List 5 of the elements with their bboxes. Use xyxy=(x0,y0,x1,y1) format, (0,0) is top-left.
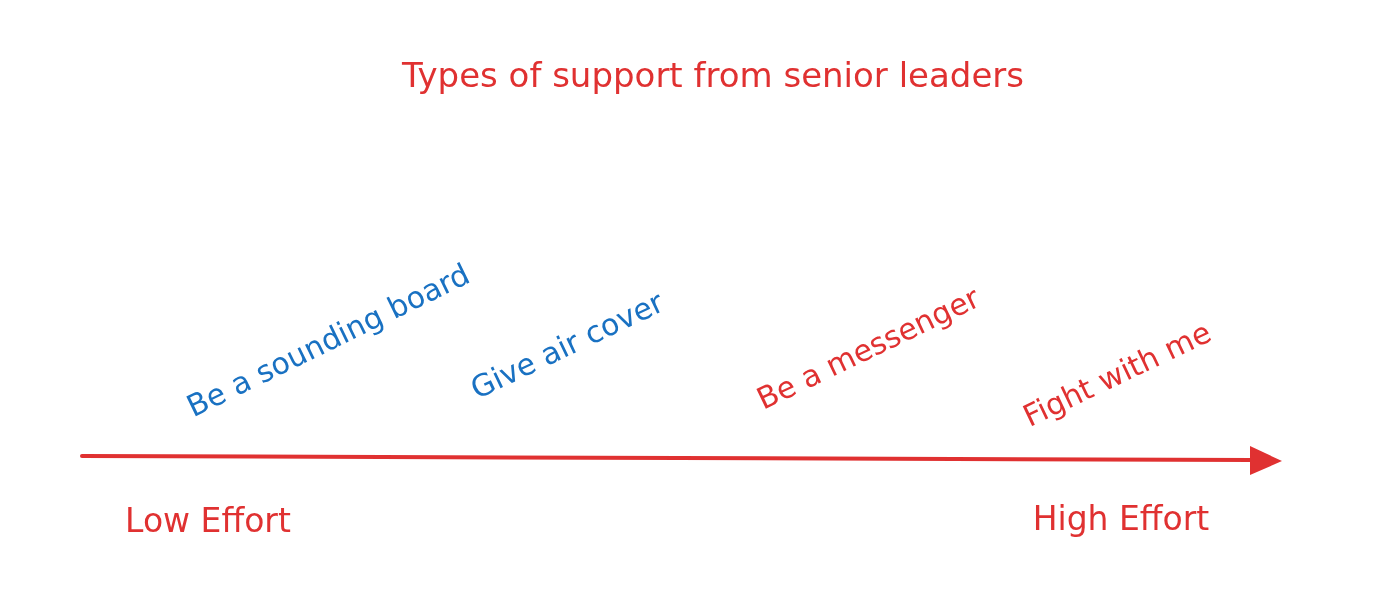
support-type-label: Give air cover xyxy=(465,285,669,405)
axis-end-label: Low Effort xyxy=(125,502,291,540)
diagram-title: Types of support from senior leaders xyxy=(401,57,1025,95)
axis-end-label: High Effort xyxy=(1032,500,1210,538)
support-type-label: Fight with me xyxy=(1018,315,1216,433)
